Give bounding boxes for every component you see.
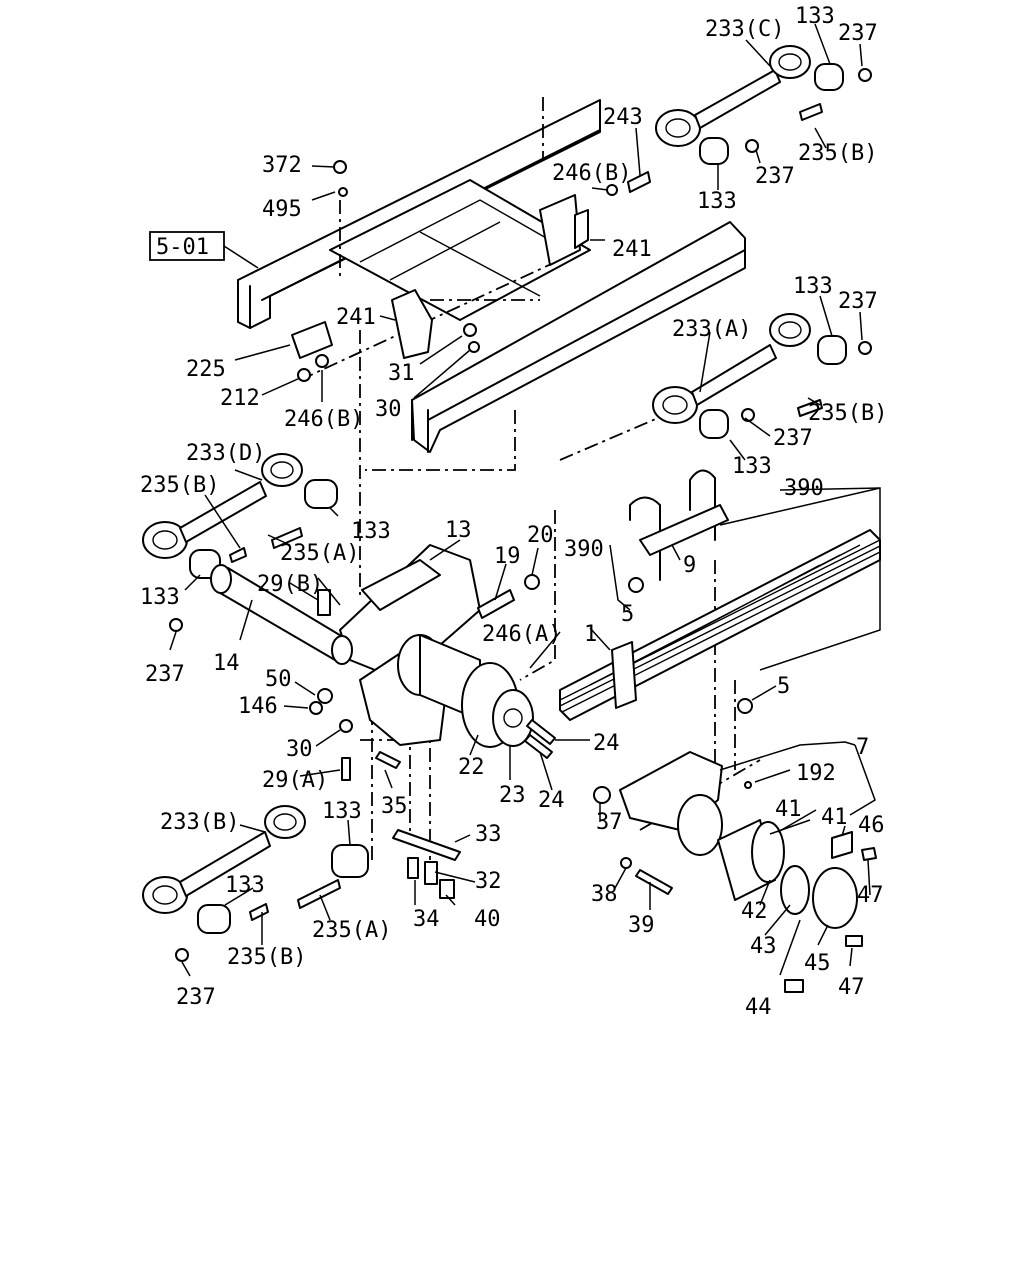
label-22: 22	[458, 755, 485, 780]
label-225: 225	[186, 357, 226, 382]
label-34: 34	[413, 907, 440, 932]
label-233b: 233(B)	[160, 810, 239, 835]
label-235b: 235(B)	[227, 945, 306, 970]
label-133: 133	[140, 585, 180, 610]
label-235b: 235(B)	[140, 473, 219, 498]
torque-rod-233b[interactable]	[142, 805, 369, 962]
label-233c: 233(C)	[705, 17, 784, 42]
label-235b: 235(B)	[808, 401, 887, 426]
label-29a: 29(A)	[262, 768, 328, 793]
label-32: 32	[475, 869, 502, 894]
label-38: 38	[591, 882, 618, 907]
label-47: 47	[857, 883, 884, 908]
brackets[interactable]	[291, 160, 651, 382]
label-237: 237	[176, 985, 216, 1010]
torque-rod-233a[interactable]	[652, 313, 872, 439]
label-241: 241	[612, 237, 652, 262]
label-133: 133	[225, 873, 265, 898]
label-30: 30	[286, 737, 313, 762]
center-lines	[299, 97, 761, 860]
hub-assembly[interactable]	[593, 751, 877, 993]
label-495: 495	[262, 197, 302, 222]
label-237: 237	[838, 289, 878, 314]
label-47: 47	[838, 975, 865, 1000]
label-41: 41	[821, 805, 848, 830]
label-29b: 29(B)	[257, 572, 323, 597]
reference-label: 5-01	[156, 235, 209, 260]
label-45: 45	[804, 951, 831, 976]
label-50: 50	[265, 667, 292, 692]
label-7: 7	[856, 735, 869, 760]
label-24: 24	[538, 788, 565, 813]
torque-rod-233d[interactable]	[142, 453, 338, 632]
label-37: 37	[596, 810, 623, 835]
label-233d: 233(D)	[186, 441, 265, 466]
label-237: 237	[145, 662, 185, 687]
label-41: 41	[775, 797, 802, 822]
label-133: 133	[322, 799, 362, 824]
label-46: 46	[858, 813, 885, 838]
trunnion-bracket[interactable]	[339, 544, 534, 748]
label-243: 243	[603, 105, 643, 130]
label-246b: 246(B)	[284, 407, 363, 432]
plate-33[interactable]	[392, 829, 461, 899]
label-35: 35	[381, 794, 408, 819]
label-192: 192	[796, 761, 836, 786]
label-44: 44	[745, 995, 772, 1020]
frame-rails	[237, 99, 746, 453]
label-14: 14	[213, 651, 240, 676]
label-390: 390	[784, 476, 824, 501]
label-133: 133	[697, 189, 737, 214]
label-235a: 235(A)	[280, 541, 359, 566]
label-146: 146	[238, 694, 278, 719]
label-20: 20	[527, 523, 554, 548]
label-390: 390	[564, 537, 604, 562]
label-235a: 235(A)	[312, 918, 391, 943]
label-233a: 233(A)	[672, 317, 751, 342]
label-30: 30	[375, 397, 402, 422]
label-241: 241	[336, 305, 376, 330]
label-237: 237	[755, 164, 795, 189]
label-246b: 246(B)	[552, 161, 631, 186]
label-372: 372	[262, 153, 302, 178]
label-43: 43	[750, 934, 777, 959]
label-133: 133	[793, 274, 833, 299]
label-237: 237	[838, 21, 878, 46]
pins[interactable]	[309, 574, 556, 781]
label-133: 133	[795, 4, 835, 29]
label-235b: 235(B)	[798, 141, 877, 166]
label-1: 1	[584, 622, 597, 647]
label-19: 19	[494, 544, 521, 569]
label-40: 40	[474, 907, 501, 932]
label-133: 133	[351, 519, 391, 544]
label-133: 133	[732, 454, 772, 479]
torque-rod-233c[interactable]	[655, 45, 872, 165]
label-33: 33	[475, 822, 502, 847]
leader-lines	[169, 23, 881, 977]
label-237: 237	[773, 426, 813, 451]
label-31: 31	[388, 361, 415, 386]
label-5: 5	[621, 602, 634, 627]
u-bolts[interactable]	[628, 469, 753, 714]
leaf-spring[interactable]	[559, 529, 881, 721]
shaft-14[interactable]	[210, 564, 353, 665]
label-246a: 246(A)	[482, 622, 561, 647]
label-23: 23	[499, 783, 526, 808]
reference-box-5-01[interactable]: 5-01	[149, 231, 259, 269]
label-13: 13	[445, 518, 472, 543]
label-42: 42	[741, 899, 768, 924]
label-24: 24	[593, 731, 620, 756]
label-212: 212	[220, 386, 260, 411]
part-labels: 233(C) 133 237 243 235(B) 372 246(B) 237…	[140, 4, 887, 1020]
label-39: 39	[628, 913, 655, 938]
label-9: 9	[683, 553, 696, 578]
label-5: 5	[777, 674, 790, 699]
